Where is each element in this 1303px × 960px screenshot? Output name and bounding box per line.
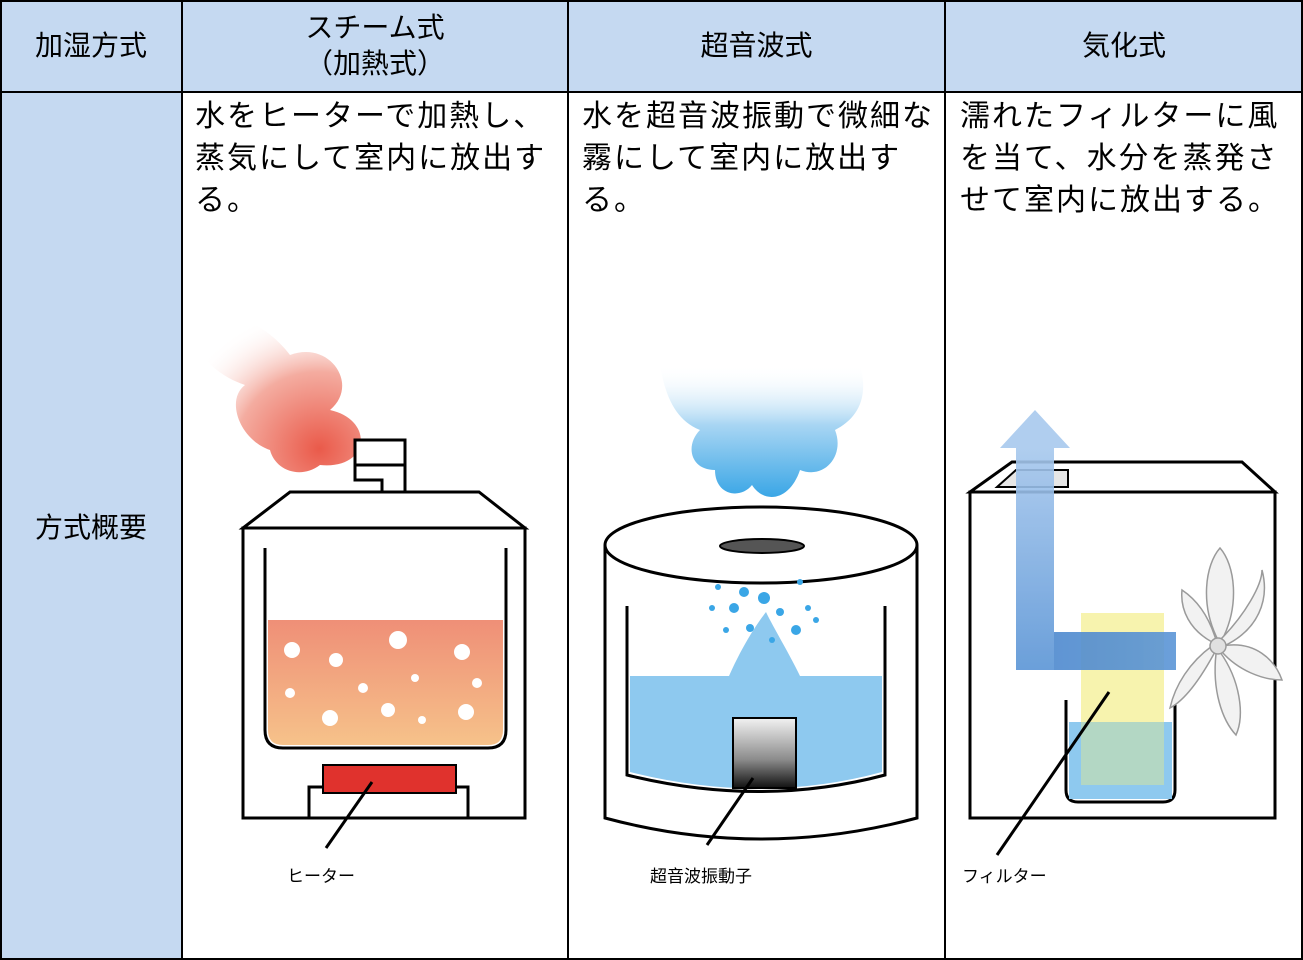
row-header-overview: 方式概要 (0, 92, 182, 960)
transducer-pointer (705, 777, 755, 846)
steam-cloud (194, 316, 361, 473)
header-method-text: 加湿方式 (34, 29, 147, 62)
header-ultrasonic: 超音波式 (568, 0, 945, 92)
ultrasonic-desc-line: 水を超音波振動で微細な (582, 99, 934, 134)
steam-humidifier-illustration (194, 316, 530, 849)
airflow-arrow (1000, 410, 1176, 670)
evaporative-desc-line: を当て、水分を蒸発さ (960, 141, 1279, 176)
steam-description: 水をヒーターで加熱し、 蒸気にして室内に放出す る。 (195, 96, 546, 222)
steam-nozzle-cap (353, 438, 407, 467)
heater-label: ヒーター (287, 867, 355, 887)
evap-tray (1064, 700, 1177, 804)
header-evaporative-text: 気化式 (1081, 29, 1166, 62)
filter-label: フィルター (962, 867, 1047, 887)
mist-droplets (709, 579, 819, 643)
evaporative-desc-line: 濡れたフィルターに風 (960, 99, 1280, 134)
evaporative-desc-line: せて室内に放出する。 (960, 183, 1280, 218)
steam-desc-line: 水をヒーターで加熱し、 (195, 99, 546, 134)
ultrasonic-transducer (732, 717, 797, 789)
ultrasonic-desc-line: 霧にして室内に放出す (582, 141, 902, 176)
steam-tank (263, 548, 508, 750)
ultrasonic-tank (625, 606, 887, 793)
cool-water (630, 612, 882, 789)
ultrasonic-description: 水を超音波振動で微細な 霧にして室内に放出す る。 (582, 96, 934, 222)
water-bubbles (284, 631, 482, 726)
mist-outlet (719, 538, 805, 554)
header-evaporative: 気化式 (945, 0, 1303, 92)
heater-element (322, 764, 457, 794)
header-steam-line2: （加熱式） (304, 47, 445, 80)
mist-cloud (660, 365, 864, 497)
steam-desc-line: 蒸気にして室内に放出す (195, 141, 547, 176)
evap-filter-wet (1081, 722, 1164, 785)
header-method: 加湿方式 (0, 0, 182, 92)
header-steam-line1: スチーム式 (305, 11, 445, 44)
filter-pointer (995, 691, 1111, 856)
ultrasonic-desc-line: る。 (582, 183, 646, 218)
ultrasonic-humidifier-illustration (603, 365, 919, 846)
header-steam: スチーム式 （加熱式） (182, 0, 568, 92)
evaporative-description: 濡れたフィルターに風 を当て、水分を蒸発さ せて室内に放出する。 (960, 96, 1280, 222)
heater-pointer (324, 781, 374, 849)
fan-icon (1168, 546, 1284, 737)
header-ultrasonic-text: 超音波式 (700, 29, 813, 62)
row-header-overview-text: 方式概要 (34, 511, 147, 544)
steam-desc-line: る。 (195, 183, 259, 218)
hot-water (268, 620, 503, 745)
steam-lid (238, 490, 530, 530)
evaporative-humidifier-illustration (965, 410, 1284, 856)
transducer-label: 超音波振動子 (650, 867, 752, 887)
